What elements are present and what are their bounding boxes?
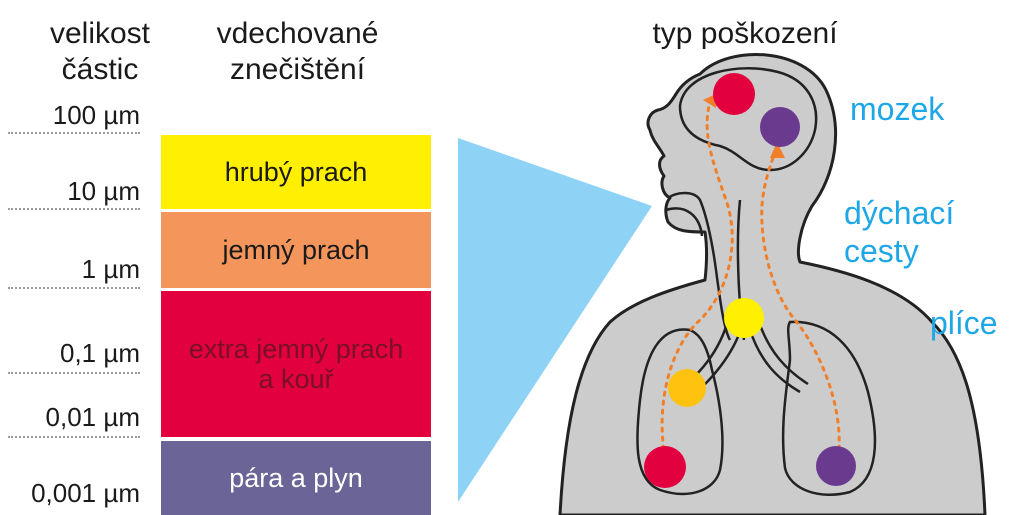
particle-dot-lung-orange xyxy=(668,369,706,407)
region-label-airways: dýchací cesty xyxy=(844,194,954,270)
particle-dot-lung-red xyxy=(644,446,686,488)
particle-dot-brain-red xyxy=(713,73,755,115)
region-label-lungs: plíce xyxy=(930,304,998,342)
region-label-brain: mozek xyxy=(850,90,944,128)
particle-dot-lung-purple xyxy=(816,446,856,486)
particle-dot-airway-yellow xyxy=(724,298,764,338)
particle-dot-brain-purple xyxy=(760,107,800,147)
